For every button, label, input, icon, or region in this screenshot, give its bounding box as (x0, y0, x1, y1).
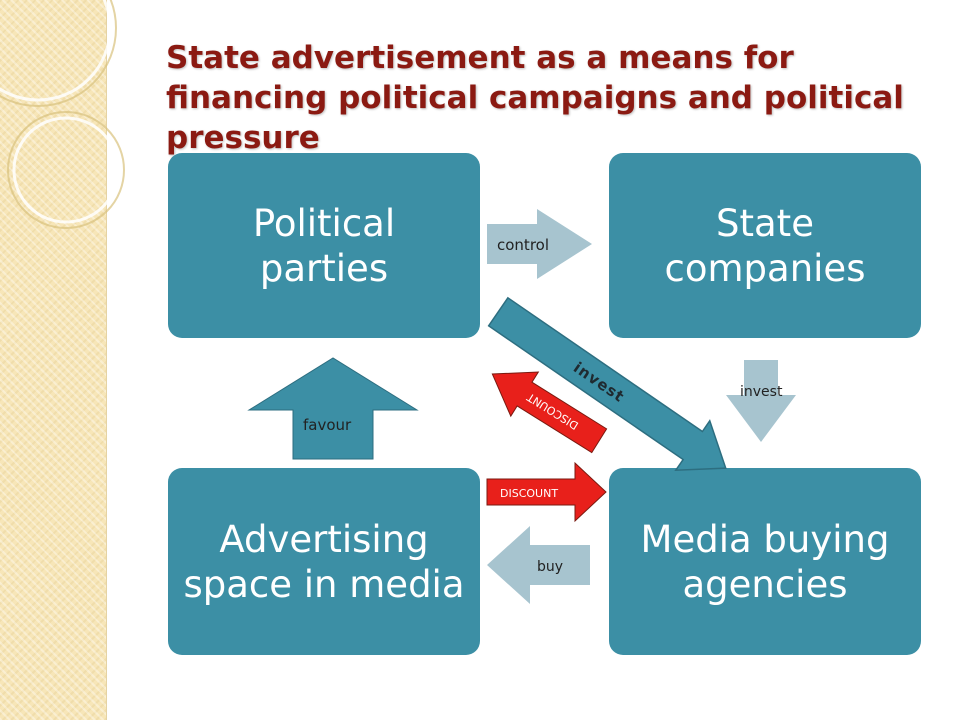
discount-diagonal-arrow (491, 371, 608, 454)
buy-left-arrow (487, 526, 590, 604)
box-media-buying-agencies: Media buying agencies (609, 468, 921, 655)
advertising-space-label: Advertising space in media (183, 517, 465, 606)
media-buying-label: Media buying agencies (640, 517, 890, 606)
control-arrow (487, 209, 592, 279)
political-parties-label: Political parties (252, 201, 396, 290)
box-political-parties: Political parties (168, 153, 480, 338)
favour-up-arrow (247, 357, 419, 460)
invest-down-arrow-label: invest (740, 384, 783, 400)
invest-diagonal-arrow (487, 296, 727, 472)
buy-arrow-label: buy (537, 559, 563, 575)
discount-right-label: DISCOUNT (500, 487, 558, 500)
discount-right-arrow (486, 461, 607, 523)
control-arrow-label: control (497, 236, 549, 254)
page-title: State advertisement as a means for finan… (166, 40, 904, 156)
box-advertising-space: Advertising space in media (168, 468, 480, 655)
box-state-companies: State companies (609, 153, 921, 338)
invest-down-arrow (726, 360, 796, 442)
state-companies-label: State companies (664, 201, 866, 290)
favour-arrow-label: favour (303, 416, 352, 434)
